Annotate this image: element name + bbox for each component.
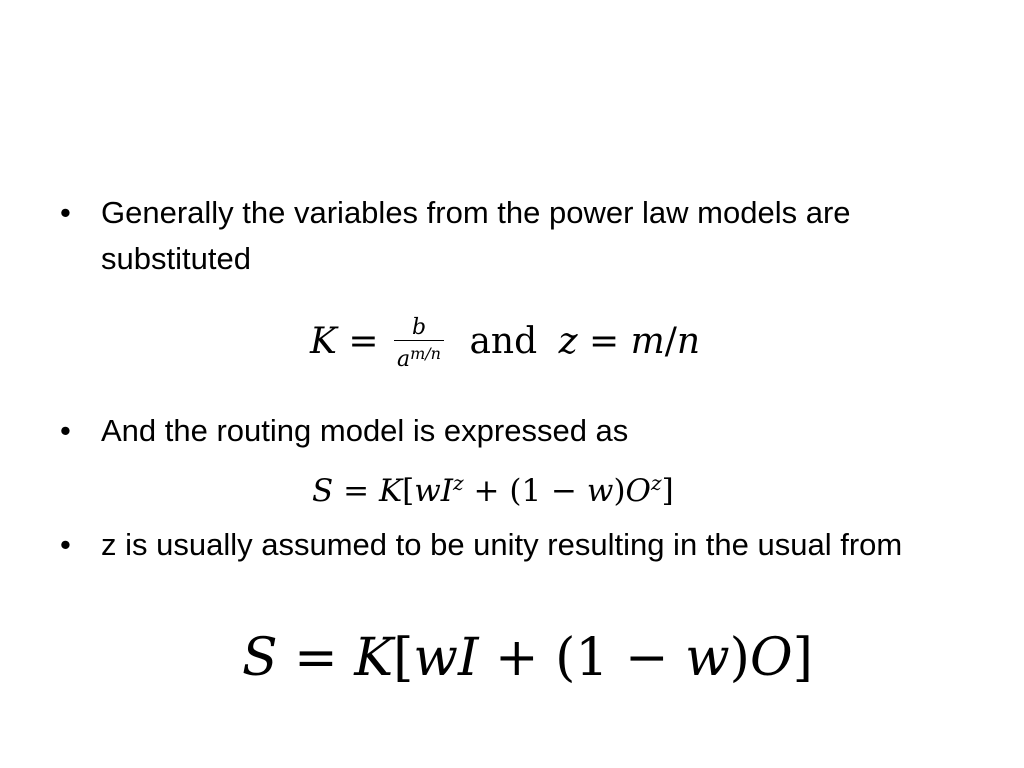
- eq3-open-bracket: [: [393, 628, 414, 688]
- eq3-paren-open: (1: [555, 628, 609, 688]
- equation-routing-model: S = K[wIz + (1 − w)Oz]: [312, 468, 674, 514]
- eq2-open-bracket: [: [402, 473, 415, 509]
- bullet-text: z is usually assumed to be unity resulti…: [101, 527, 903, 562]
- eq1-conjunction: and: [469, 321, 538, 362]
- eq3-minus: −: [625, 628, 669, 688]
- eq2-paren-open: (1: [509, 473, 542, 509]
- eq2-w2: w: [586, 473, 614, 509]
- eq1-rhs-m: m: [630, 321, 665, 362]
- eq3-i: I: [457, 628, 479, 688]
- eq1-equals: =: [348, 321, 379, 362]
- bullet-marker: •: [60, 413, 71, 448]
- eq1-var2: z: [558, 321, 578, 362]
- eq2-minus: −: [551, 473, 578, 509]
- eq2-exponent-2: z: [650, 470, 662, 495]
- eq2-o: O: [625, 473, 651, 509]
- bullet-text: And the routing model is expressed as: [101, 413, 629, 448]
- eq1-rhs-n: n: [676, 321, 701, 362]
- eq2-i: I: [440, 473, 454, 509]
- eq2-plus: +: [473, 473, 500, 509]
- eq2-exponent-1: z: [453, 470, 464, 495]
- eq2-paren-close: ): [613, 473, 626, 509]
- eq2-equals: =: [343, 473, 370, 509]
- eq3-close-bracket: ]: [792, 628, 813, 688]
- eq3-k: K: [354, 628, 394, 688]
- eq1-fraction: b am/n: [393, 315, 444, 373]
- bullet-item-1: • Generally the variables from the power…: [60, 190, 960, 282]
- eq2-k: K: [378, 473, 403, 509]
- eq3-equals: =: [294, 628, 338, 688]
- bullet-item-2: • And the routing model is expressed as: [60, 408, 960, 454]
- equation-k-substitution: K = b am/n and z = m/n: [310, 312, 700, 373]
- eq2-lhs: S: [312, 473, 334, 509]
- eq3-paren-close: ): [729, 628, 750, 688]
- eq3-o: O: [749, 628, 793, 688]
- eq1-lhs: K: [310, 321, 337, 362]
- bullet-text: Generally the variables from the power l…: [101, 195, 851, 276]
- eq2-close-bracket: ]: [661, 473, 674, 509]
- equation-usual-form: S = K[wI + (1 − w)O]: [242, 622, 813, 694]
- bullet-marker: •: [60, 195, 71, 230]
- eq3-lhs: S: [242, 628, 278, 688]
- eq1-denominator: am/n: [394, 341, 444, 373]
- eq1-den-base: a: [396, 346, 411, 372]
- eq3-plus: +: [495, 628, 539, 688]
- eq1-den-exponent: m/n: [410, 343, 441, 363]
- bullet-item-3: • z is usually assumed to be unity resul…: [60, 522, 960, 568]
- eq1-numerator: b: [393, 315, 444, 341]
- eq1-equals2: =: [589, 321, 620, 362]
- eq1-rhs-slash: /: [664, 321, 677, 362]
- eq2-w: w: [414, 473, 441, 509]
- eq3-w: w: [413, 628, 458, 688]
- eq3-w2: w: [685, 628, 730, 688]
- bullet-marker: •: [60, 527, 71, 562]
